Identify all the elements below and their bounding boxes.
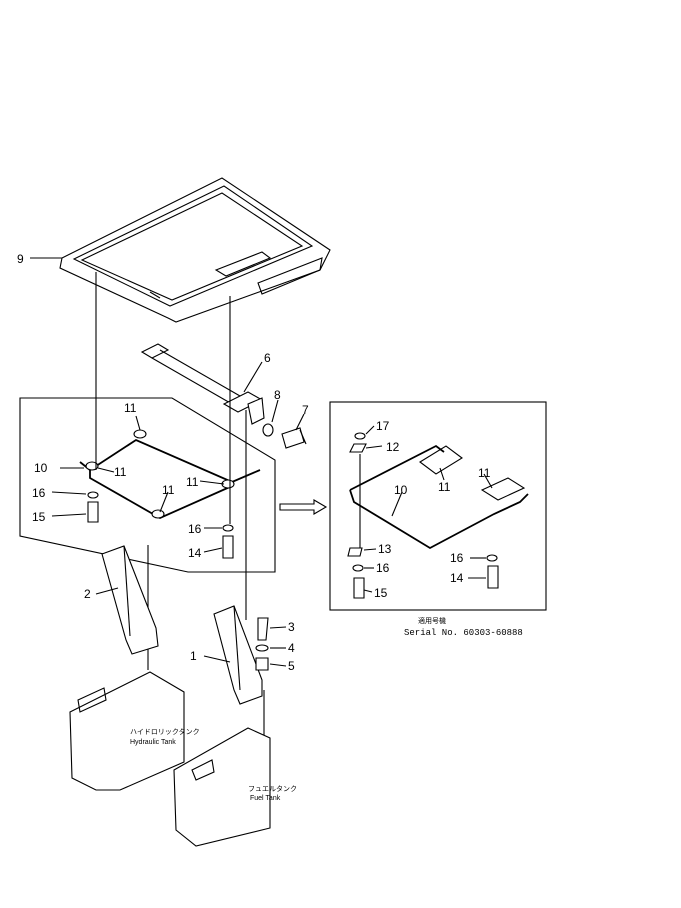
callout-r14: 14	[450, 571, 464, 585]
callout-r16-a: 16	[450, 551, 464, 565]
callout-2: 2	[84, 587, 91, 601]
callout-11-b: 11	[114, 465, 127, 479]
fuel-tank-jp: フュエルタンク	[248, 784, 297, 793]
leader-lines	[30, 257, 493, 667]
callout-11-c: 11	[186, 475, 199, 489]
callout-1: 1	[190, 649, 197, 663]
hydraulic-tank-jp: ハイドロリックタンク	[130, 727, 200, 736]
roof-cover-part	[59, 177, 331, 323]
callout-8: 8	[274, 388, 281, 402]
hydraulic-tank-en: Hydraulic Tank	[130, 739, 176, 746]
callout-16: 16	[32, 486, 46, 500]
bracket-part	[140, 343, 307, 449]
callout-r12: 12	[386, 440, 400, 454]
callout-11-d: 11	[162, 483, 175, 497]
callout-14: 14	[188, 546, 202, 560]
callout-3: 3	[288, 620, 295, 634]
fuel-tank-en: Fuel Tank	[250, 795, 281, 802]
callout-15: 15	[32, 510, 46, 524]
callout-5: 5	[288, 659, 295, 673]
callout-10: 10	[34, 461, 48, 475]
callout-r16: 16	[376, 561, 390, 575]
hydraulic-tank-part	[69, 671, 185, 791]
callout-r15: 15	[374, 586, 388, 600]
arrow-right	[279, 499, 328, 515]
callout-4: 4	[288, 641, 295, 655]
callout-r10: 10	[394, 483, 408, 497]
mounting-brackets	[101, 545, 269, 705]
callout-r11-b: 11	[438, 480, 451, 494]
callout-7: 7	[302, 403, 309, 417]
assembly-lines	[95, 272, 265, 740]
callout-6: 6	[264, 351, 271, 365]
fuel-tank-part	[173, 727, 271, 847]
right-detail-box	[329, 401, 547, 611]
callout-r13: 13	[378, 542, 392, 556]
callout-11-a: 11	[124, 401, 137, 415]
callout-9: 9	[17, 252, 24, 266]
callout-r17: 17	[376, 419, 390, 433]
serial-number: Serial No. 60303-60888	[404, 628, 523, 638]
callout-r11-a: 11	[478, 466, 491, 480]
left-detail-box	[19, 397, 276, 573]
callout-16-b: 16	[188, 522, 202, 536]
serial-heading: 適用号機	[418, 616, 446, 625]
